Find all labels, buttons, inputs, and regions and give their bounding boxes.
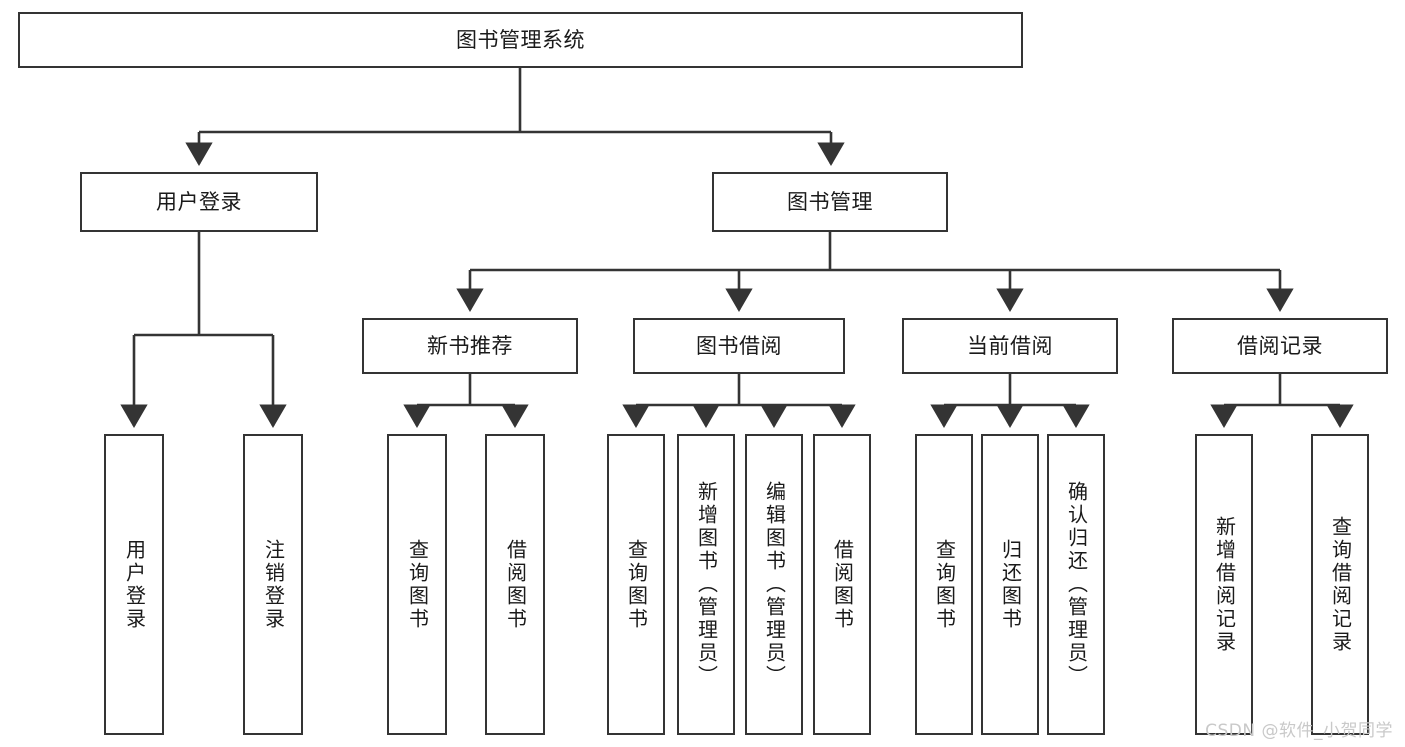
node-leaf-user-logout-label: 注销登录 <box>261 538 286 631</box>
node-leaf-user-login[interactable]: 用户登录 <box>104 434 164 735</box>
node-leaf-add-borrow-record-label: 新增借阅记录 <box>1212 515 1237 654</box>
node-leaf-add-borrow-record[interactable]: 新增借阅记录 <box>1195 434 1253 735</box>
node-user-login-label: 用户登录 <box>156 189 242 214</box>
node-leaf-query-book-1-label: 查询图书 <box>405 538 430 631</box>
node-leaf-borrow-book-2-label: 借阅图书 <box>830 538 855 631</box>
node-user-login[interactable]: 用户登录 <box>80 172 318 232</box>
node-current-borrow[interactable]: 当前借阅 <box>902 318 1118 374</box>
watermark: CSDN @软件_小贺同学 <box>1205 721 1393 741</box>
node-leaf-confirm-return[interactable]: 确认归还（管理员） <box>1047 434 1105 735</box>
node-new-book-recommend[interactable]: 新书推荐 <box>362 318 578 374</box>
node-leaf-return-book-label: 归还图书 <box>998 538 1023 631</box>
node-new-book-recommend-label: 新书推荐 <box>427 333 513 358</box>
node-leaf-edit-book-label: 编辑图书（管理员） <box>762 481 787 688</box>
node-leaf-borrow-book-1[interactable]: 借阅图书 <box>485 434 545 735</box>
node-borrow-record-label: 借阅记录 <box>1237 333 1323 358</box>
node-leaf-query-book-3[interactable]: 查询图书 <box>915 434 973 735</box>
node-leaf-query-book-1[interactable]: 查询图书 <box>387 434 447 735</box>
node-leaf-add-book-label: 新增图书（管理员） <box>694 481 719 688</box>
node-book-manage-label: 图书管理 <box>787 189 873 214</box>
node-root-label: 图书管理系统 <box>456 27 585 52</box>
node-leaf-confirm-return-label: 确认归还（管理员） <box>1064 481 1089 688</box>
node-leaf-query-borrow-record[interactable]: 查询借阅记录 <box>1311 434 1369 735</box>
node-leaf-add-book[interactable]: 新增图书（管理员） <box>677 434 735 735</box>
node-book-borrow[interactable]: 图书借阅 <box>633 318 845 374</box>
node-leaf-query-book-2[interactable]: 查询图书 <box>607 434 665 735</box>
node-borrow-record[interactable]: 借阅记录 <box>1172 318 1388 374</box>
node-leaf-return-book[interactable]: 归还图书 <box>981 434 1039 735</box>
node-book-borrow-label: 图书借阅 <box>696 333 782 358</box>
node-book-manage[interactable]: 图书管理 <box>712 172 948 232</box>
node-leaf-edit-book[interactable]: 编辑图书（管理员） <box>745 434 803 735</box>
node-leaf-query-borrow-record-label: 查询借阅记录 <box>1328 515 1353 654</box>
node-leaf-query-book-3-label: 查询图书 <box>932 538 957 631</box>
node-leaf-user-login-label: 用户登录 <box>122 538 147 631</box>
node-leaf-borrow-book-1-label: 借阅图书 <box>503 538 528 631</box>
node-root[interactable]: 图书管理系统 <box>18 12 1023 68</box>
node-current-borrow-label: 当前借阅 <box>967 333 1053 358</box>
node-leaf-borrow-book-2[interactable]: 借阅图书 <box>813 434 871 735</box>
node-leaf-query-book-2-label: 查询图书 <box>624 538 649 631</box>
node-leaf-user-logout[interactable]: 注销登录 <box>243 434 303 735</box>
